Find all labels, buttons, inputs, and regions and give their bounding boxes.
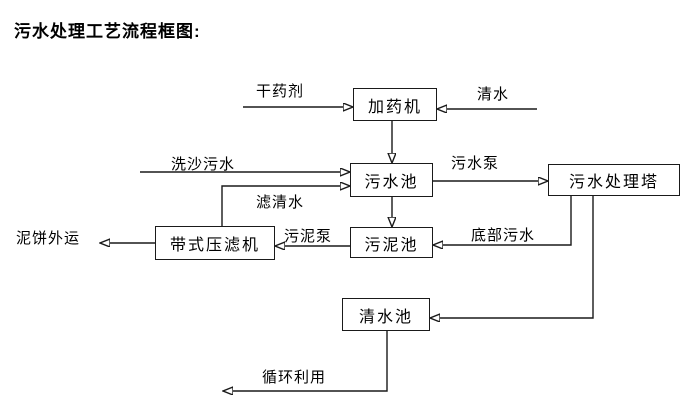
label-sludge-pump: 污泥泵 (284, 228, 333, 245)
label-dry-chemical: 干药剂 (256, 83, 305, 100)
label-clean-water: 清水 (477, 86, 510, 103)
node-belt-filter-press: 带式压滤机 (155, 226, 275, 260)
edge-bottom-sewage-line (443, 196, 572, 245)
node-dosing-machine: 加药机 (353, 88, 437, 121)
label-recycle: 循环利用 (262, 369, 327, 386)
node-sludge-pool: 污泥池 (350, 227, 433, 258)
label-sewage-pump: 污水泵 (451, 155, 500, 172)
node-treatment-tower: 污水处理塔 (548, 164, 680, 196)
page-title: 污水处理工艺流程框图: (14, 22, 201, 41)
label-bottom-sewage: 底部污水 (471, 227, 536, 244)
label-filtered-water: 滤清水 (256, 194, 305, 211)
node-sewage-pool: 污水池 (350, 163, 433, 197)
edge-filtered-water-line (221, 186, 340, 226)
label-mud-cake-out: 泥饼外运 (16, 230, 81, 247)
edge-tower-to-clean-pool-line (440, 196, 594, 318)
node-clean-water-pool: 清水池 (342, 298, 430, 331)
label-sand-washing-sewage: 洗沙污水 (171, 156, 236, 173)
edge-recycle-line (233, 331, 388, 391)
